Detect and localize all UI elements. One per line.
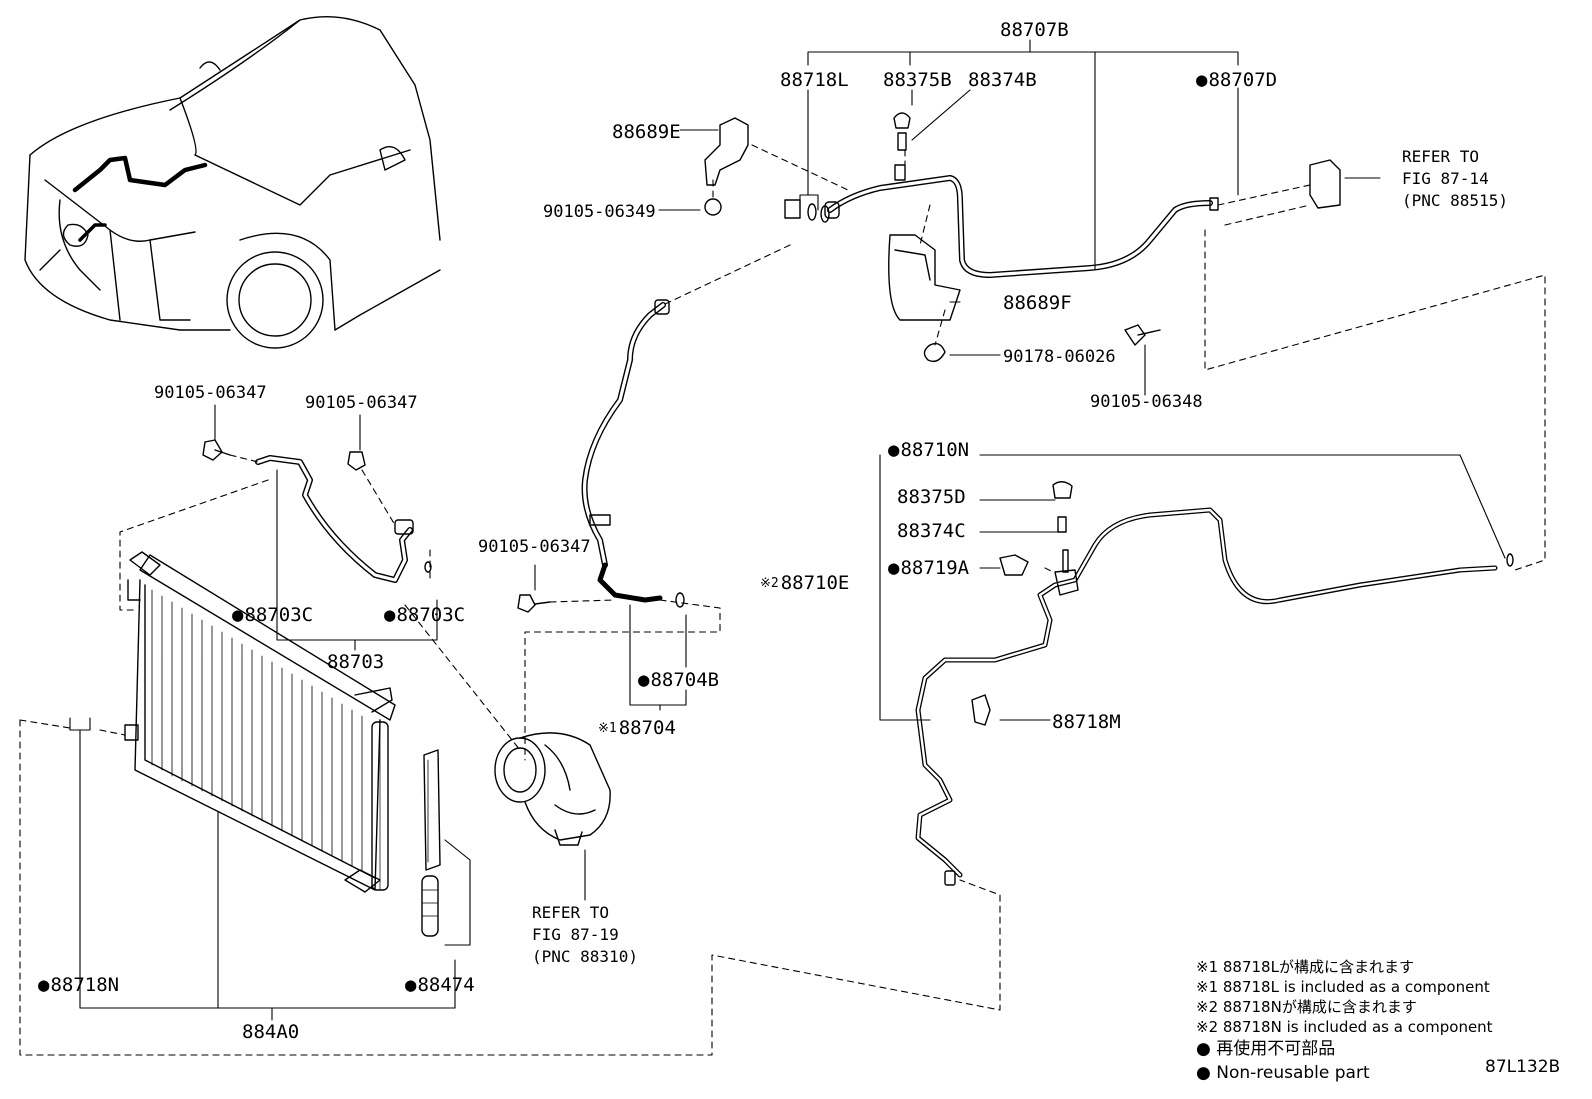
reference-fig-87-14: REFER TO FIG 87-14 (PNC 88515) <box>1402 146 1508 212</box>
part-label-90105-06348: 90105-06348 <box>1090 392 1203 412</box>
ref-line: REFER TO <box>532 903 610 922</box>
ref-line: FIG 87-14 <box>1402 169 1489 188</box>
ref-line: FIG 87-19 <box>532 925 619 944</box>
part-label-884A0: 884A0 <box>242 1021 300 1043</box>
part-label-88689F: 88689F <box>1003 292 1072 314</box>
part-label-90105-06347: 90105-06347 <box>305 393 418 413</box>
note-mark-1: ※1 <box>598 721 617 736</box>
note-mark-2: ※2 <box>760 576 779 591</box>
part-label-88718M: 88718M <box>1052 711 1121 733</box>
part-label-88474: 88474 <box>405 975 474 995</box>
ref-line: (PNC 88515) <box>1402 191 1508 210</box>
note-1-jp: ※1 88718Lが構成に含まれます <box>1196 958 1414 976</box>
part-label-88718N: 88718N <box>38 975 119 995</box>
ref-line: (PNC 88310) <box>532 947 638 966</box>
part-label-90105-06349: 90105-06349 <box>543 202 656 222</box>
part-label-88375D: 88375D <box>897 486 966 508</box>
note-2-en: ※2 88718N is included as a component <box>1196 1018 1493 1036</box>
part-label-88710N: 88710N <box>888 440 969 460</box>
part-label-88707D: 88707D <box>1196 70 1277 90</box>
part-label-88374B: 88374B <box>968 69 1037 91</box>
part-label-90105-06347: 90105-06347 <box>478 537 591 557</box>
part-label-90105-06347: 90105-06347 <box>154 383 267 403</box>
part-label-88718L: 88718L <box>780 69 849 91</box>
ref-line: REFER TO <box>1402 147 1480 166</box>
diagram-id: 87L132B <box>1485 1057 1561 1077</box>
part-label-88704B: 88704B <box>638 670 719 690</box>
note-non-reusable-jp: ● 再使用不可部品 <box>1196 1039 1336 1059</box>
note-2-jp: ※2 88718Nが構成に含まれます <box>1196 998 1417 1016</box>
reference-fig-87-19: REFER TO FIG 87-19 (PNC 88310) <box>532 902 638 968</box>
part-label-88707B: 88707B <box>1000 19 1069 41</box>
compressor-illustration <box>494 732 611 846</box>
part-label-88703: 88703 <box>327 651 385 673</box>
condenser-illustration <box>124 551 396 893</box>
part-label-88703C: 88703C <box>384 605 465 625</box>
part-label-88375B: 88375B <box>883 69 952 91</box>
part-label-90178-06026: 90178-06026 <box>1003 347 1116 367</box>
note-1-en: ※1 88718L is included as a component <box>1196 978 1490 996</box>
part-label-88689E: 88689E <box>612 121 681 143</box>
part-number: 88704 <box>618 717 676 739</box>
legend-notes: ※1 88718Lが構成に含まれます ※1 88718L is included… <box>1196 957 1493 1085</box>
part-label-88703C: 88703C <box>232 605 313 625</box>
part-number: 88710E <box>780 572 850 594</box>
part-label-88374C: 88374C <box>897 520 966 542</box>
vehicle-illustration <box>24 16 441 349</box>
note-non-reusable-en: ● Non-reusable part <box>1196 1063 1370 1083</box>
part-label-88719A: 88719A <box>888 558 969 578</box>
